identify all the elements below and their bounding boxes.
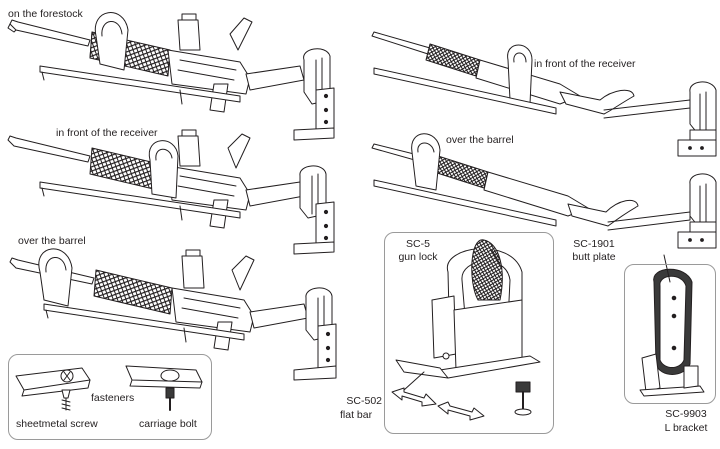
label-shotgun-receiver: in front of the receiver xyxy=(534,58,636,70)
shotgun-barrel-drawing xyxy=(371,133,717,249)
gun-lock-panel xyxy=(384,232,554,434)
butt-plate-panel xyxy=(624,264,716,404)
fasteners-panel xyxy=(8,354,212,440)
label-rifle-receiver: in front of the receiver xyxy=(56,127,158,139)
label-fasteners: fasteners xyxy=(91,392,135,404)
label-l-bracket-code: SC-9903 xyxy=(665,408,707,420)
rifle-forestock-drawing xyxy=(7,12,335,141)
label-carriage-bolt: carriage bolt xyxy=(139,418,197,430)
rifle-receiver-drawing xyxy=(7,129,335,255)
label-rifle-barrel: over the barrel xyxy=(18,235,86,247)
shotgun-receiver-drawing xyxy=(371,31,717,157)
fasteners-detail-drawing xyxy=(15,365,203,411)
butt-plate-detail-drawing xyxy=(639,268,705,397)
label-sheetmetal-screw: sheetmetal screw xyxy=(16,418,98,430)
label-butt-plate-name: butt plate xyxy=(572,251,616,263)
label-flat-bar-code: SC-502 xyxy=(346,395,382,407)
leader-lines xyxy=(403,249,671,391)
label-gun-lock-name: gun lock xyxy=(398,251,438,263)
label-flat-bar-name: flat bar xyxy=(340,409,373,421)
label-butt-plate-code: SC-1901 xyxy=(573,238,615,250)
rifle-barrel-drawing xyxy=(9,248,337,381)
label-l-bracket-name: L bracket xyxy=(664,422,708,434)
label-shotgun-barrel: over the barrel xyxy=(446,134,514,146)
label-rifle-forestock: on the forestock xyxy=(8,8,83,20)
label-gun-lock-code: SC-5 xyxy=(406,238,430,250)
